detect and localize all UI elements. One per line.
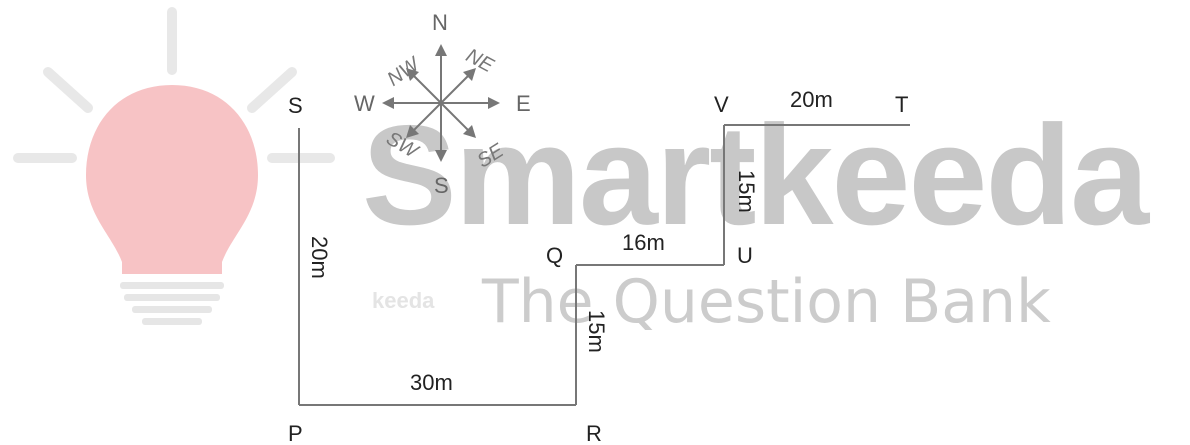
compass-northwest-label: NW xyxy=(383,52,425,90)
compass-east-label: E xyxy=(516,91,531,116)
distance-uv-label: 15m xyxy=(734,170,759,213)
compass-west-label: W xyxy=(354,91,375,116)
distance-pr-label: 30m xyxy=(410,370,453,395)
point-q-label: Q xyxy=(546,243,563,268)
point-t-label: T xyxy=(895,92,908,117)
point-v-label: V xyxy=(714,92,729,117)
point-u-label: U xyxy=(737,243,753,268)
distance-qu-label: 16m xyxy=(622,230,665,255)
compass-south-label: S xyxy=(434,173,449,198)
compass-north-label: N xyxy=(432,10,448,35)
distance-vt-label: 20m xyxy=(790,87,833,112)
watermark-faint-mark: keeda xyxy=(372,288,435,313)
distance-rq-label: 15m xyxy=(584,310,609,353)
point-r-label: R xyxy=(586,421,602,445)
path-lines xyxy=(298,124,910,406)
lightbulb-icon xyxy=(13,7,335,325)
compass-arrowheads xyxy=(382,44,500,162)
point-s-label: S xyxy=(288,93,303,118)
point-p-label: P xyxy=(288,421,303,445)
watermark-tagline: The Question Bank xyxy=(481,267,1051,337)
distance-sp-label: 20m xyxy=(307,236,332,279)
watermark-brand: Smartkeeda xyxy=(362,96,1150,255)
